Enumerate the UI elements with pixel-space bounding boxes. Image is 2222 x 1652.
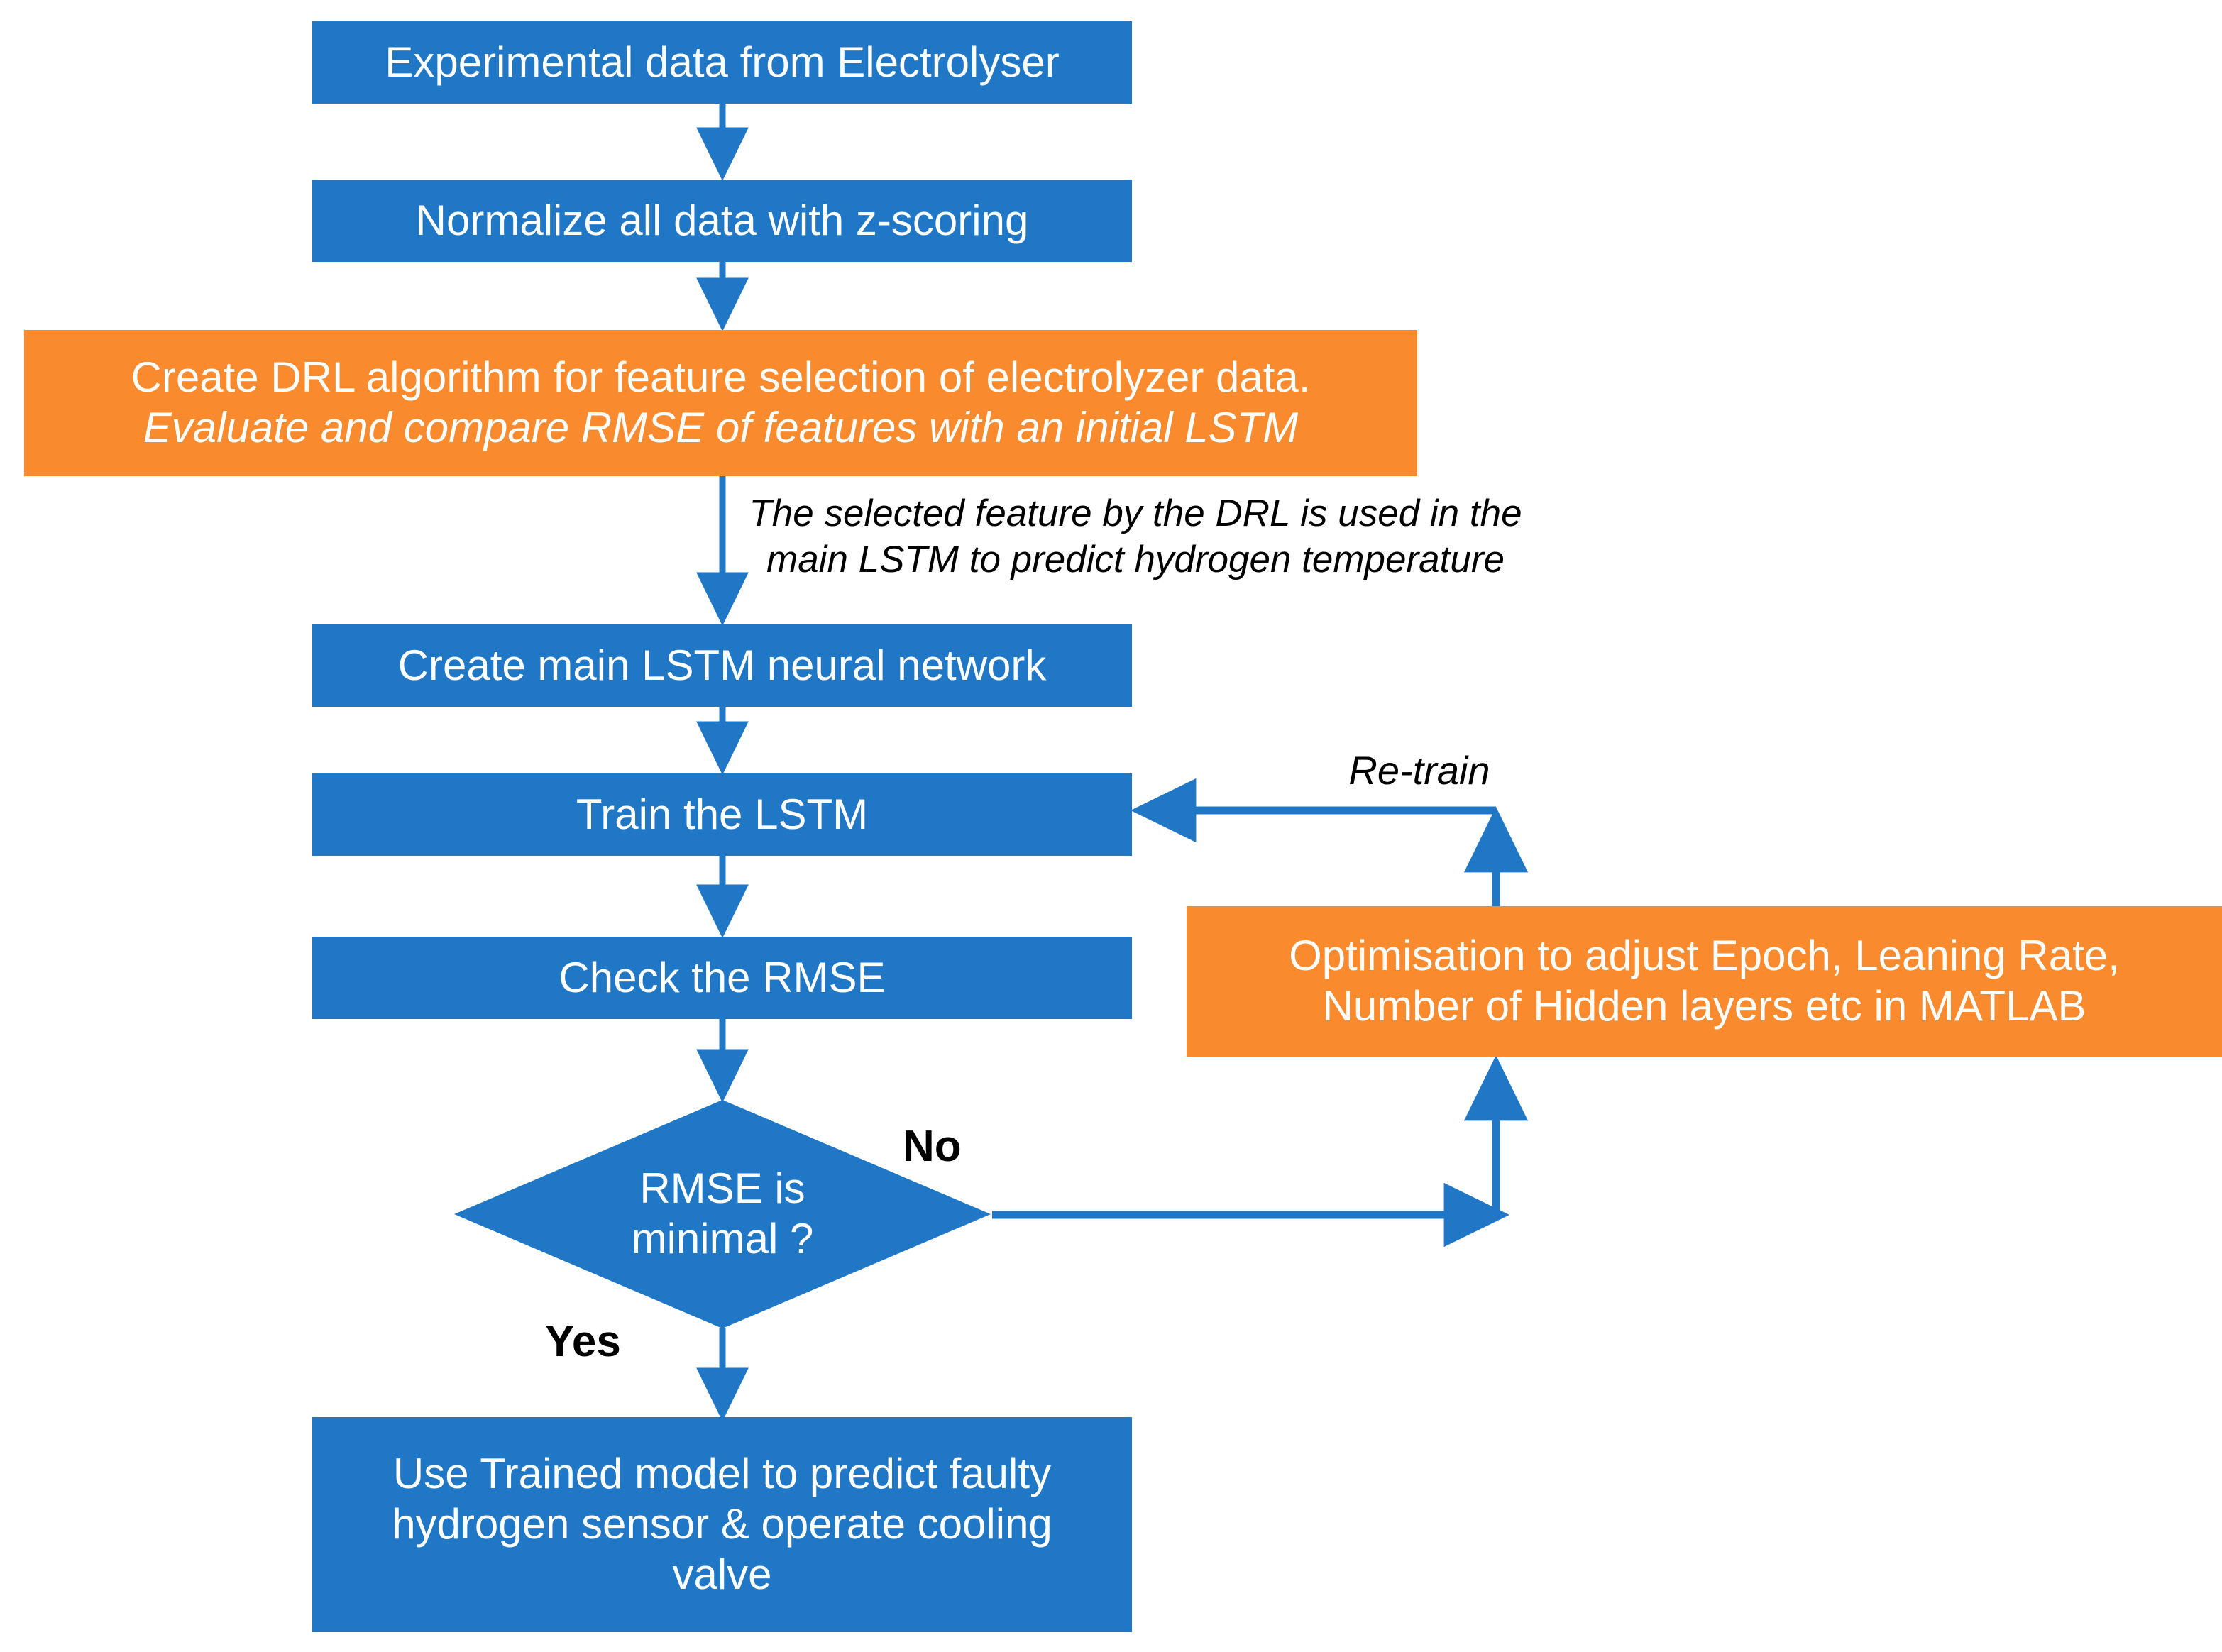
node-experimental-data-label: Experimental data from Electrolyser [385,38,1060,86]
node-rmse-decision-label: RMSE is minimal ? [631,1164,814,1262]
node-create-main-lstm-label: Create main LSTM neural network [397,641,1047,689]
node-check-rmse-label: Check the RMSE [559,953,886,1001]
node-create-main-lstm[interactable]: Create main LSTM neural network [312,624,1132,707]
node-normalize-data-label: Normalize all data with z-scoring [415,196,1029,244]
edge-label-re-train: Re-train [1348,748,1490,793]
branch-label-yes: Yes [545,1317,621,1366]
node-optimisation[interactable]: Optimisation to adjust Epoch, Leaning Ra… [1187,906,2222,1057]
branch-label-no: No [903,1122,962,1171]
node-use-trained-model-label: Use Trained model to predict faulty hydr… [392,1450,1052,1598]
node-drl-feature-selection[interactable]: Create DRL algorithm for feature selecti… [24,330,1417,476]
edge-label-selected-feature: The selected feature by the DRL is used … [749,492,1522,580]
node-rmse-decision-label-wrap: RMSE is minimal ? [454,1100,991,1328]
diamond-shape [454,1100,991,1328]
node-optimisation-label: Optimisation to adjust Epoch, Leaning Ra… [1289,932,2120,1030]
node-use-trained-model[interactable]: Use Trained model to predict faulty hydr… [312,1417,1132,1632]
node-rmse-decision[interactable]: RMSE is minimal ? [454,1100,991,1328]
node-train-lstm-label: Train the LSTM [576,790,869,838]
node-train-lstm[interactable]: Train the LSTM [312,773,1132,856]
node-drl-feature-selection-line2: Evaluate and compare RMSE of features wi… [143,404,1299,451]
node-normalize-data[interactable]: Normalize all data with z-scoring [312,180,1132,262]
node-experimental-data[interactable]: Experimental data from Electrolyser [312,21,1132,104]
node-check-rmse[interactable]: Check the RMSE [312,937,1132,1019]
node-drl-feature-selection-line1: Create DRL algorithm for feature selecti… [131,353,1311,402]
